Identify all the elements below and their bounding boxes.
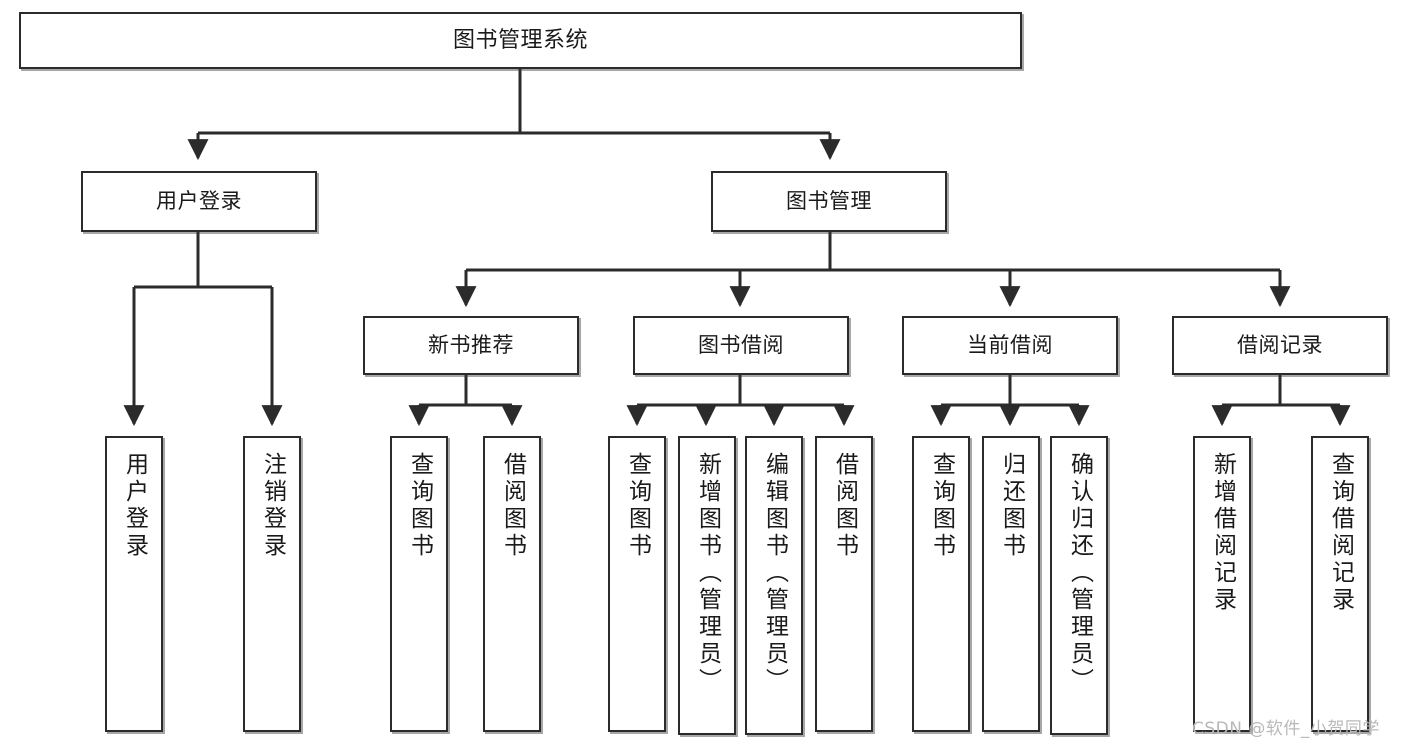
node-label: 当前借阅	[967, 333, 1053, 358]
node-user-login[interactable]: 用户登录	[81, 171, 317, 232]
csdn-watermark: CSDN @软件_小贺同学	[1192, 719, 1380, 739]
leaf-query-books-borrowing[interactable]: 查询图书	[608, 436, 666, 732]
node-book-borrowing[interactable]: 图书借阅	[633, 316, 849, 375]
leaf-user-login[interactable]: 用户登录	[105, 436, 163, 732]
node-current-borrowing[interactable]: 当前借阅	[902, 316, 1118, 375]
node-label: 归还图书	[998, 452, 1025, 560]
node-book-management[interactable]: 图书管理	[711, 171, 947, 232]
node-label: 借阅记录	[1237, 333, 1323, 358]
leaf-add-book-admin[interactable]: 新增图书（管理员）	[678, 436, 736, 735]
node-root-book-management-system[interactable]: 图书管理系统	[19, 12, 1022, 69]
node-label: 图书借阅	[698, 333, 784, 358]
node-label: 编辑图书（管理员）	[761, 452, 788, 695]
node-label: 查询图书	[406, 452, 433, 560]
node-label: 图书管理	[786, 189, 872, 214]
node-label: 查询图书	[624, 452, 651, 560]
leaf-borrow-books-borrowing[interactable]: 借阅图书	[815, 436, 873, 732]
node-borrowing-records[interactable]: 借阅记录	[1172, 316, 1388, 375]
node-label: 新增借阅记录	[1209, 452, 1236, 614]
node-label: 查询借阅记录	[1327, 452, 1354, 614]
leaf-edit-book-admin[interactable]: 编辑图书（管理员）	[745, 436, 803, 735]
node-label: 新增图书（管理员）	[694, 452, 721, 695]
leaf-add-borrowing-record[interactable]: 新增借阅记录	[1193, 436, 1251, 732]
node-label: 注销登录	[259, 452, 286, 560]
node-label: 确认归还（管理员）	[1066, 452, 1093, 695]
node-label: 借阅图书	[499, 452, 526, 560]
node-label: 新书推荐	[428, 333, 514, 358]
leaf-query-borrowing-record[interactable]: 查询借阅记录	[1311, 436, 1369, 732]
leaf-query-books-current[interactable]: 查询图书	[912, 436, 970, 732]
leaf-return-books[interactable]: 归还图书	[982, 436, 1040, 732]
node-label: 用户登录	[121, 452, 148, 560]
node-label: 查询图书	[928, 452, 955, 560]
leaf-query-books-recommend[interactable]: 查询图书	[390, 436, 448, 732]
node-label: 图书管理系统	[452, 27, 588, 53]
leaf-confirm-return-admin[interactable]: 确认归还（管理员）	[1050, 436, 1108, 735]
node-label: 借阅图书	[831, 452, 858, 560]
node-label: 用户登录	[156, 189, 242, 214]
leaf-borrow-books-recommend[interactable]: 借阅图书	[483, 436, 541, 732]
node-new-book-recommendation[interactable]: 新书推荐	[363, 316, 579, 375]
leaf-logout[interactable]: 注销登录	[243, 436, 301, 732]
